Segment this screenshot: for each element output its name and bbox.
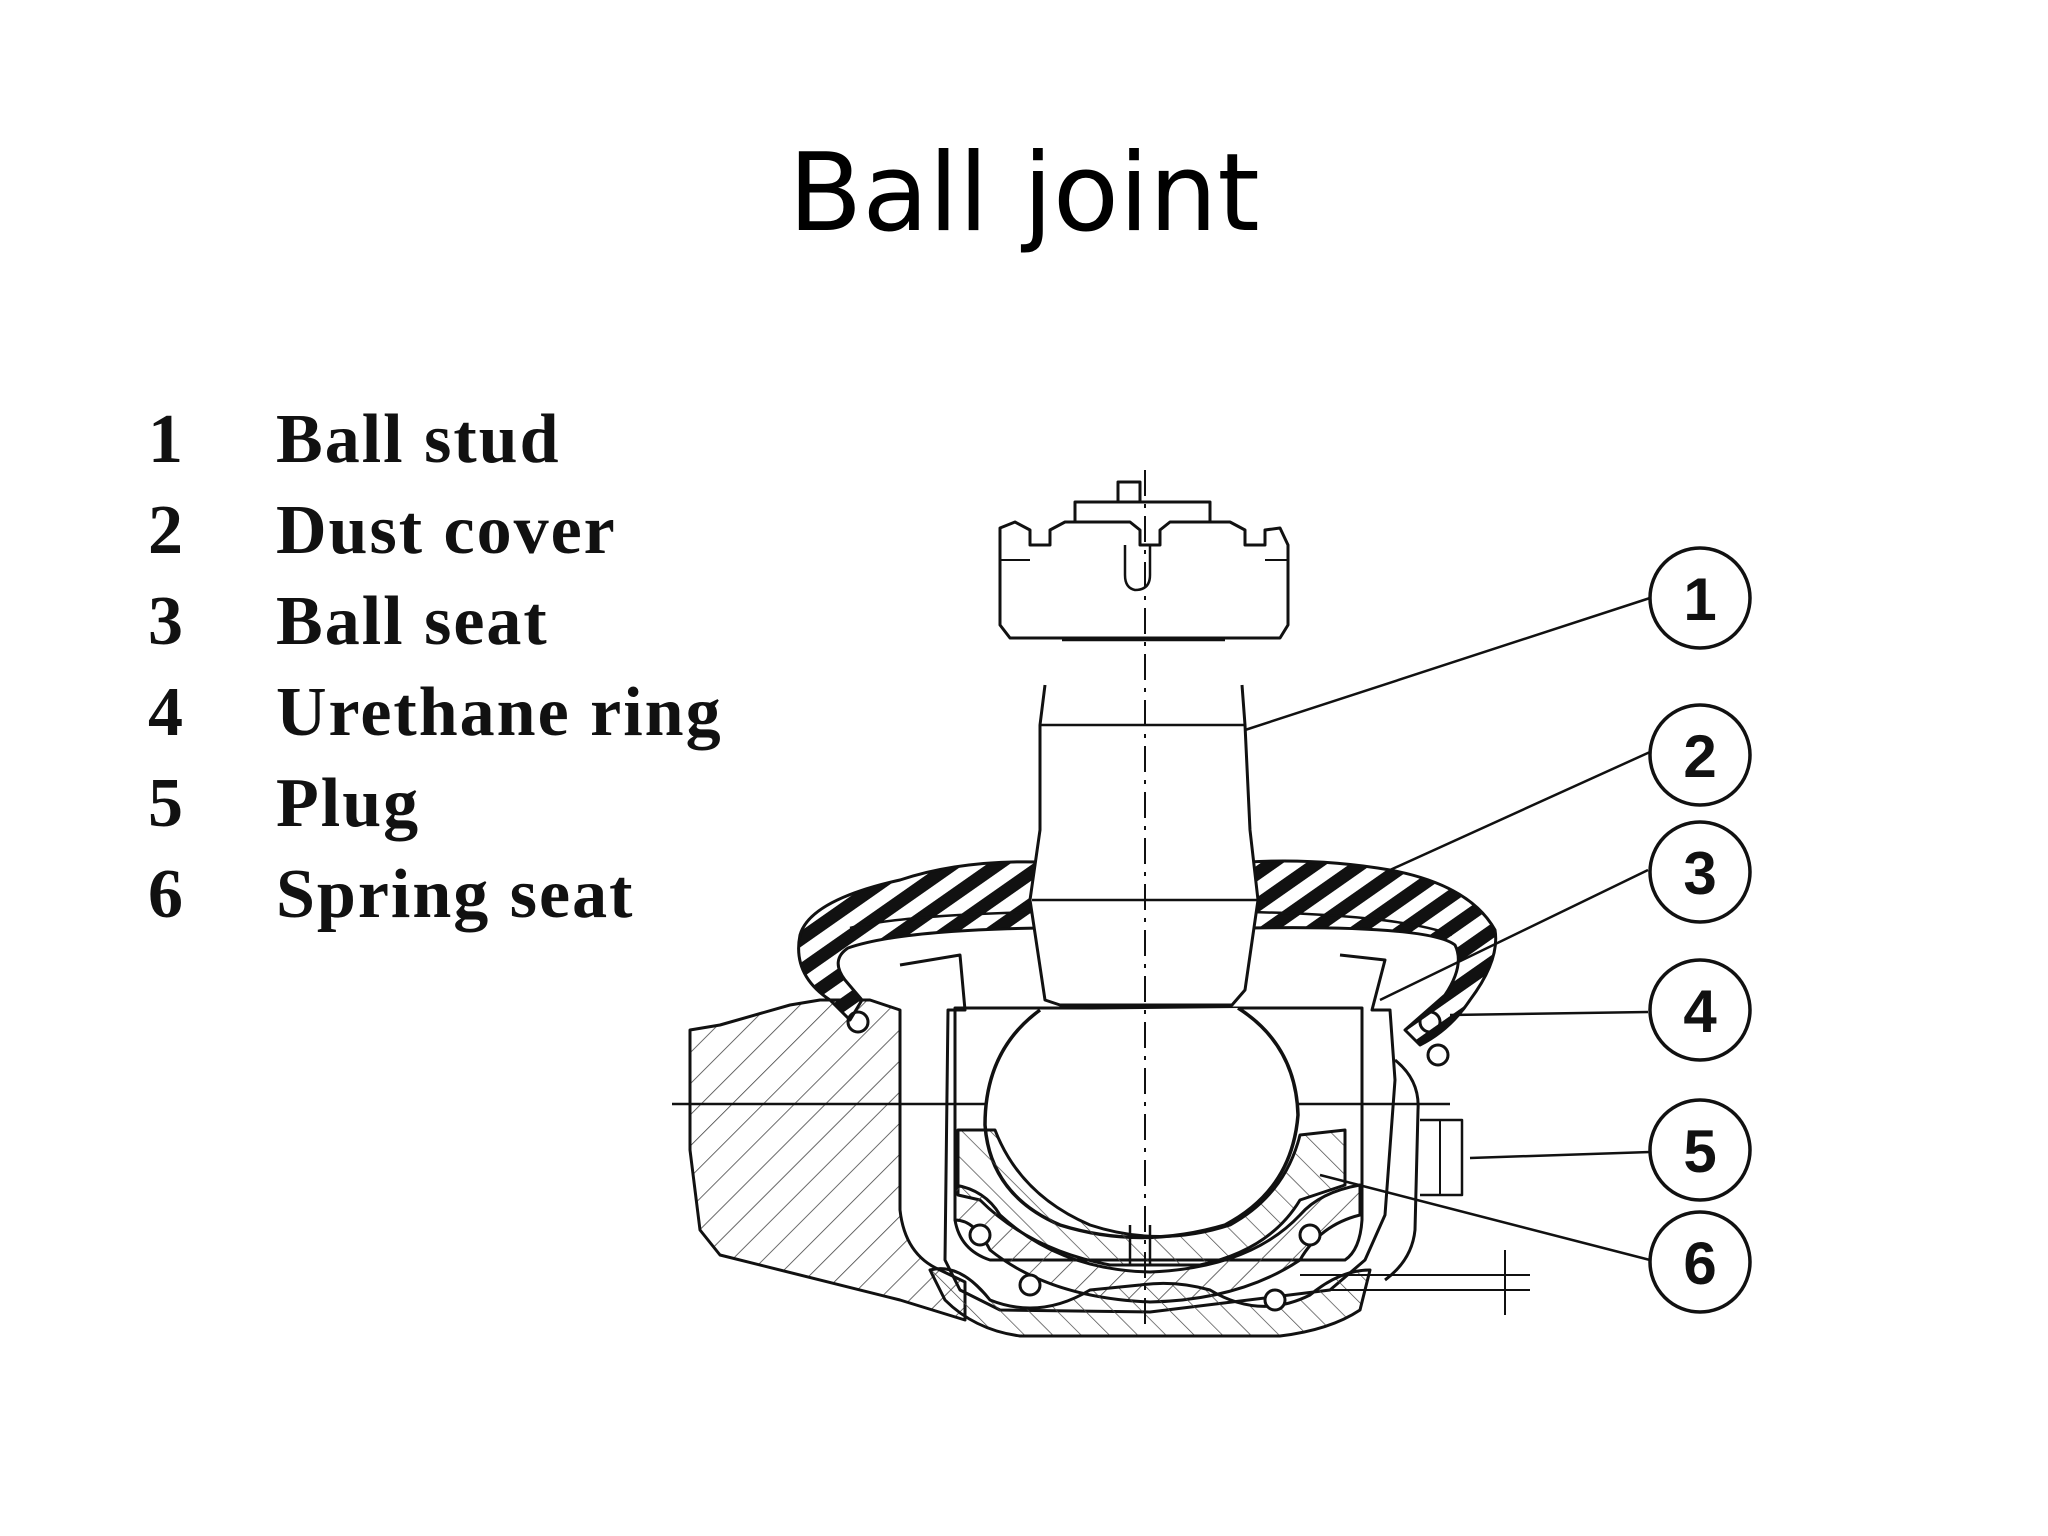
callout-number: 3: [1683, 840, 1716, 907]
callout-circle: [1648, 1210, 1752, 1314]
leader-line: [1449, 1010, 1649, 1017]
slide-title: Ball joint: [788, 131, 1260, 256]
ring-section: [1263, 1288, 1287, 1312]
leader-line: [1244, 596, 1651, 732]
legend-label: Plug: [276, 765, 421, 842]
legend-label: Ball stud: [276, 401, 561, 478]
callout-circle: [1648, 958, 1752, 1062]
callout-number: 6: [1683, 1230, 1716, 1297]
legend-label: Ball seat: [276, 583, 549, 660]
legend-label: Dust cover: [276, 492, 617, 569]
legend-number: 3: [148, 583, 183, 660]
ring-section: [1426, 1043, 1450, 1067]
callout-number: 5: [1683, 1118, 1716, 1185]
legend-number: 6: [148, 856, 183, 933]
ring-section: [1018, 1273, 1042, 1297]
leader-line: [1389, 750, 1651, 872]
legend-label: Urethane ring: [276, 674, 723, 751]
callout-circle: [1648, 1098, 1752, 1202]
dust-cover: [797, 860, 1042, 1022]
legend-number: 1: [148, 401, 183, 478]
ring-section: [1298, 1223, 1322, 1247]
ring-section: [968, 1223, 992, 1247]
leader-line: [1469, 1150, 1651, 1160]
spring-seat: [953, 1183, 1362, 1304]
legend-number: 2: [148, 492, 183, 569]
stud-tip: [1073, 500, 1212, 522]
callout-circle: [1648, 820, 1752, 924]
ball-seat: [956, 1128, 1347, 1267]
leader-line: [1319, 1173, 1651, 1262]
legend-label: Spring seat: [276, 856, 635, 933]
legend-number: 5: [148, 765, 183, 842]
callout-circle: [1648, 703, 1752, 807]
callout-circle: [1648, 546, 1752, 650]
leader-line: [1379, 868, 1649, 1002]
callout-number: 2: [1683, 723, 1716, 790]
knuckle-housing: [688, 998, 967, 1322]
callout-number: 4: [1683, 978, 1717, 1045]
dust-cover: [1246, 859, 1498, 1047]
callout-number: 1: [1683, 566, 1716, 633]
socket-inner: [953, 1006, 1364, 1262]
legend-number: 4: [148, 674, 183, 751]
